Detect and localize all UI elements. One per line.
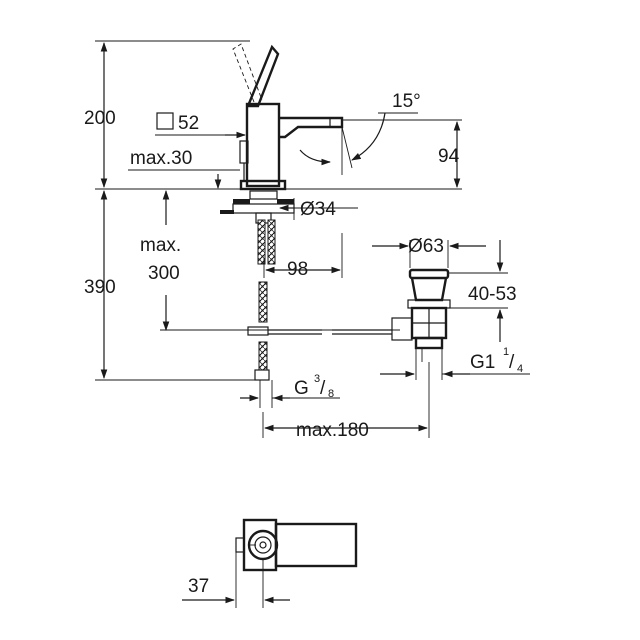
hose-thread-main: G xyxy=(294,378,309,399)
waste-thread-slash: / xyxy=(509,352,515,373)
height-bottom-label: 390 xyxy=(84,277,116,298)
height-top-label: 200 xyxy=(84,108,116,129)
spout-angle-marker xyxy=(299,112,418,175)
hose-thread-den: 8 xyxy=(328,388,334,400)
waste-diameter-label: Ø63 xyxy=(408,236,444,257)
deck-mount xyxy=(220,190,295,265)
max-below-prefix: max. xyxy=(140,235,181,256)
hose-thread-slash: / xyxy=(320,378,326,399)
top-view xyxy=(235,518,358,572)
max-below-value: 300 xyxy=(148,263,180,284)
shank-diameter-label: Ø34 xyxy=(300,199,336,220)
top-view-offset-label: 37 xyxy=(188,576,209,597)
spout-height-label: 94 xyxy=(438,146,460,167)
square-icon xyxy=(156,112,174,130)
reach-label: 98 xyxy=(287,259,308,280)
waste-range-label: 40-53 xyxy=(468,284,517,305)
spout-angle-label: 15° xyxy=(392,91,421,112)
waste-fitting xyxy=(391,268,451,362)
waste-thread-den: 4 xyxy=(517,363,523,375)
max-horizontal-label: max.180 xyxy=(296,420,369,441)
height-dimension xyxy=(95,40,462,381)
waste-thread-num: 1 xyxy=(503,346,509,358)
max-deck-label: max.30 xyxy=(130,148,192,169)
hose-thread-num: 3 xyxy=(314,373,320,385)
waste-thread-main: G1 xyxy=(470,352,495,373)
square-size-label: 52 xyxy=(178,113,199,134)
supply-hoses xyxy=(247,281,270,381)
tap-body xyxy=(232,43,344,191)
